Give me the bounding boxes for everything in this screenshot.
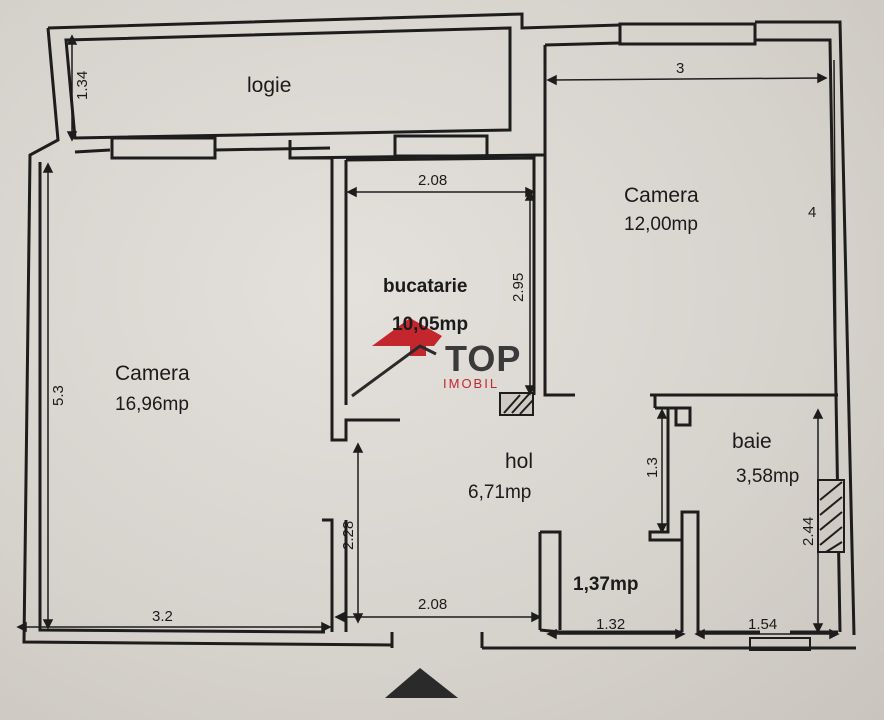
hol-label: hol bbox=[505, 450, 534, 473]
camera-right-label: Camera bbox=[624, 184, 699, 207]
camera-right-side-dim: 4 bbox=[808, 204, 817, 221]
logo-mark bbox=[351, 318, 442, 398]
logo-brand: TOP bbox=[445, 338, 522, 379]
camera-left-depth-dim: 5.3 bbox=[50, 385, 67, 406]
dimension-lines bbox=[16, 34, 840, 640]
closet-width-dim: 1.32 bbox=[596, 616, 626, 633]
closet-area: 1,37mp bbox=[573, 574, 639, 595]
hol-width-dim: 2.08 bbox=[418, 596, 448, 613]
camera-right-width-dim: 3 bbox=[676, 60, 685, 77]
camera-left-width-dim: 3.2 bbox=[152, 608, 173, 625]
ventilation-shaft-baie bbox=[817, 479, 845, 553]
hol-area: 6,71mp bbox=[468, 482, 532, 503]
logo-sub: IMOBIL bbox=[443, 376, 500, 391]
kitchen-area: 10,05mp bbox=[392, 314, 469, 335]
logie-label: logie bbox=[247, 74, 292, 97]
baie-label: baie bbox=[732, 430, 772, 453]
camera-left-label: Camera bbox=[115, 362, 190, 385]
baie-window bbox=[749, 637, 811, 651]
entrance-arrow bbox=[385, 668, 458, 698]
kitchen-label: bucatarie bbox=[383, 276, 468, 297]
ventilation-shaft-kitchen bbox=[499, 392, 534, 416]
walls bbox=[22, 12, 856, 650]
camera-right-area: 12,00mp bbox=[624, 214, 698, 235]
baie-upper-dim: 1.3 bbox=[644, 457, 661, 478]
baie-depth-dim: 2.44 bbox=[800, 516, 817, 546]
kitchen-depth-dim: 2.95 bbox=[510, 272, 527, 302]
hol-partition-dim: 2.28 bbox=[340, 520, 357, 550]
baie-area: 3,58mp bbox=[736, 466, 800, 487]
kitchen-width-dim: 2.08 bbox=[418, 172, 448, 189]
baie-width-dim: 1.54 bbox=[748, 616, 778, 633]
camera-left-area: 16,96mp bbox=[115, 394, 189, 415]
logie-depth-dim: 1.34 bbox=[74, 70, 91, 100]
